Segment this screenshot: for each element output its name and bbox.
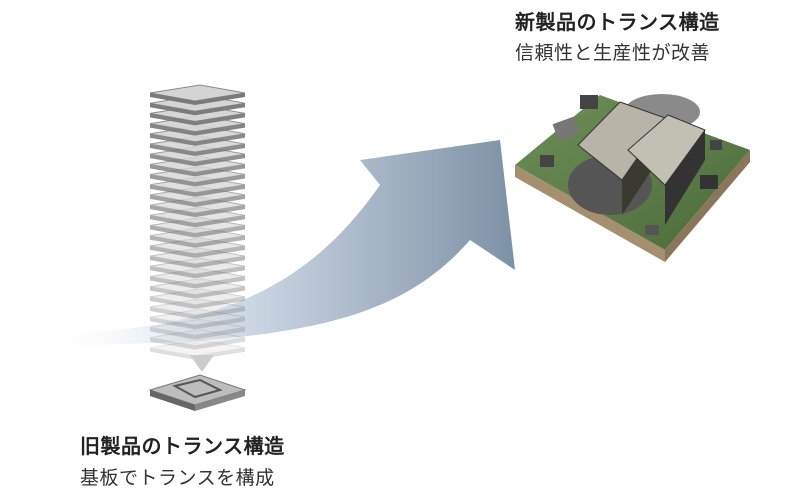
- stack-layer: [149, 278, 246, 299]
- stack-layer: [149, 298, 246, 320]
- old-product-subtitle: 基板でトランスを構成: [80, 467, 275, 489]
- new-product-subtitle: 信頼性と生産性が改善: [515, 42, 711, 64]
- transition-arrow: [40, 140, 515, 345]
- new-product-title: 新製品のトランス構造: [515, 10, 720, 34]
- old-product-title: 旧製品のトランス構造: [80, 434, 285, 458]
- old-transformer-board: [148, 374, 247, 411]
- old-transformer-layer-stack: [149, 84, 246, 360]
- stack-layer: [149, 329, 246, 350]
- new-transformer-module: [515, 94, 750, 262]
- stack-layer: [149, 288, 246, 309]
- stack-layer: [149, 84, 246, 105]
- stack-layer: [149, 318, 246, 340]
- stack-pointer-icon: [190, 355, 214, 372]
- stack-layer: [149, 308, 246, 330]
- stack-layer: [149, 267, 246, 289]
